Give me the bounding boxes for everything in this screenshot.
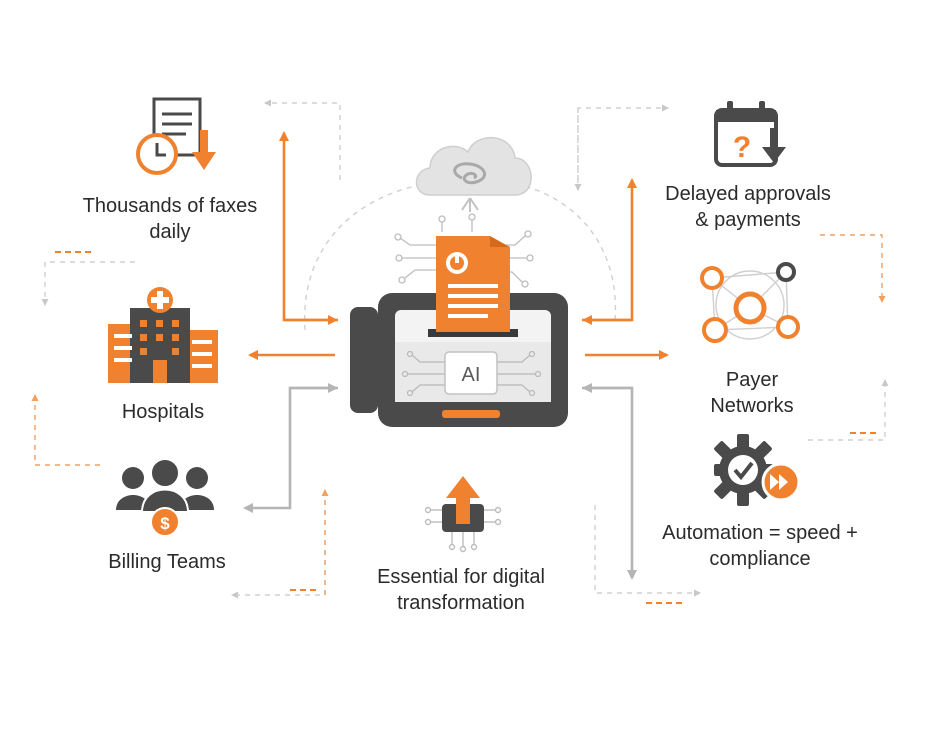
hospitals-label: Hospitals xyxy=(121,401,205,423)
fax-clock-icon xyxy=(136,97,216,175)
cloud-icon xyxy=(415,137,532,212)
chip-upload-icon xyxy=(424,476,502,553)
delayed-approvals-label: Delayed approvals & payments xyxy=(665,183,831,231)
svg-text:?: ? xyxy=(733,131,751,164)
connector-arrows xyxy=(243,131,669,580)
billing-team-icon: $ xyxy=(116,458,214,537)
document-icon xyxy=(436,236,510,332)
automation-label: Automation = speed + compliance xyxy=(662,522,858,570)
gear-fast-forward-icon xyxy=(714,434,801,506)
network-icon xyxy=(700,262,800,343)
svg-text:$: $ xyxy=(160,514,170,533)
ai-fax-machine: AI xyxy=(350,293,568,427)
hospital-icon xyxy=(108,287,218,383)
faxes-label: Thousands of faxes daily xyxy=(82,195,258,243)
calendar-question-icon: ? xyxy=(714,101,786,167)
digital-transformation-label: Essential for digital transformation xyxy=(377,566,545,614)
payer-networks-label: Payer Networks xyxy=(710,369,794,417)
ai-screen-label: AI xyxy=(462,364,481,386)
billing-teams-label: Billing Teams xyxy=(108,551,226,573)
dashed-decorations xyxy=(31,99,889,604)
